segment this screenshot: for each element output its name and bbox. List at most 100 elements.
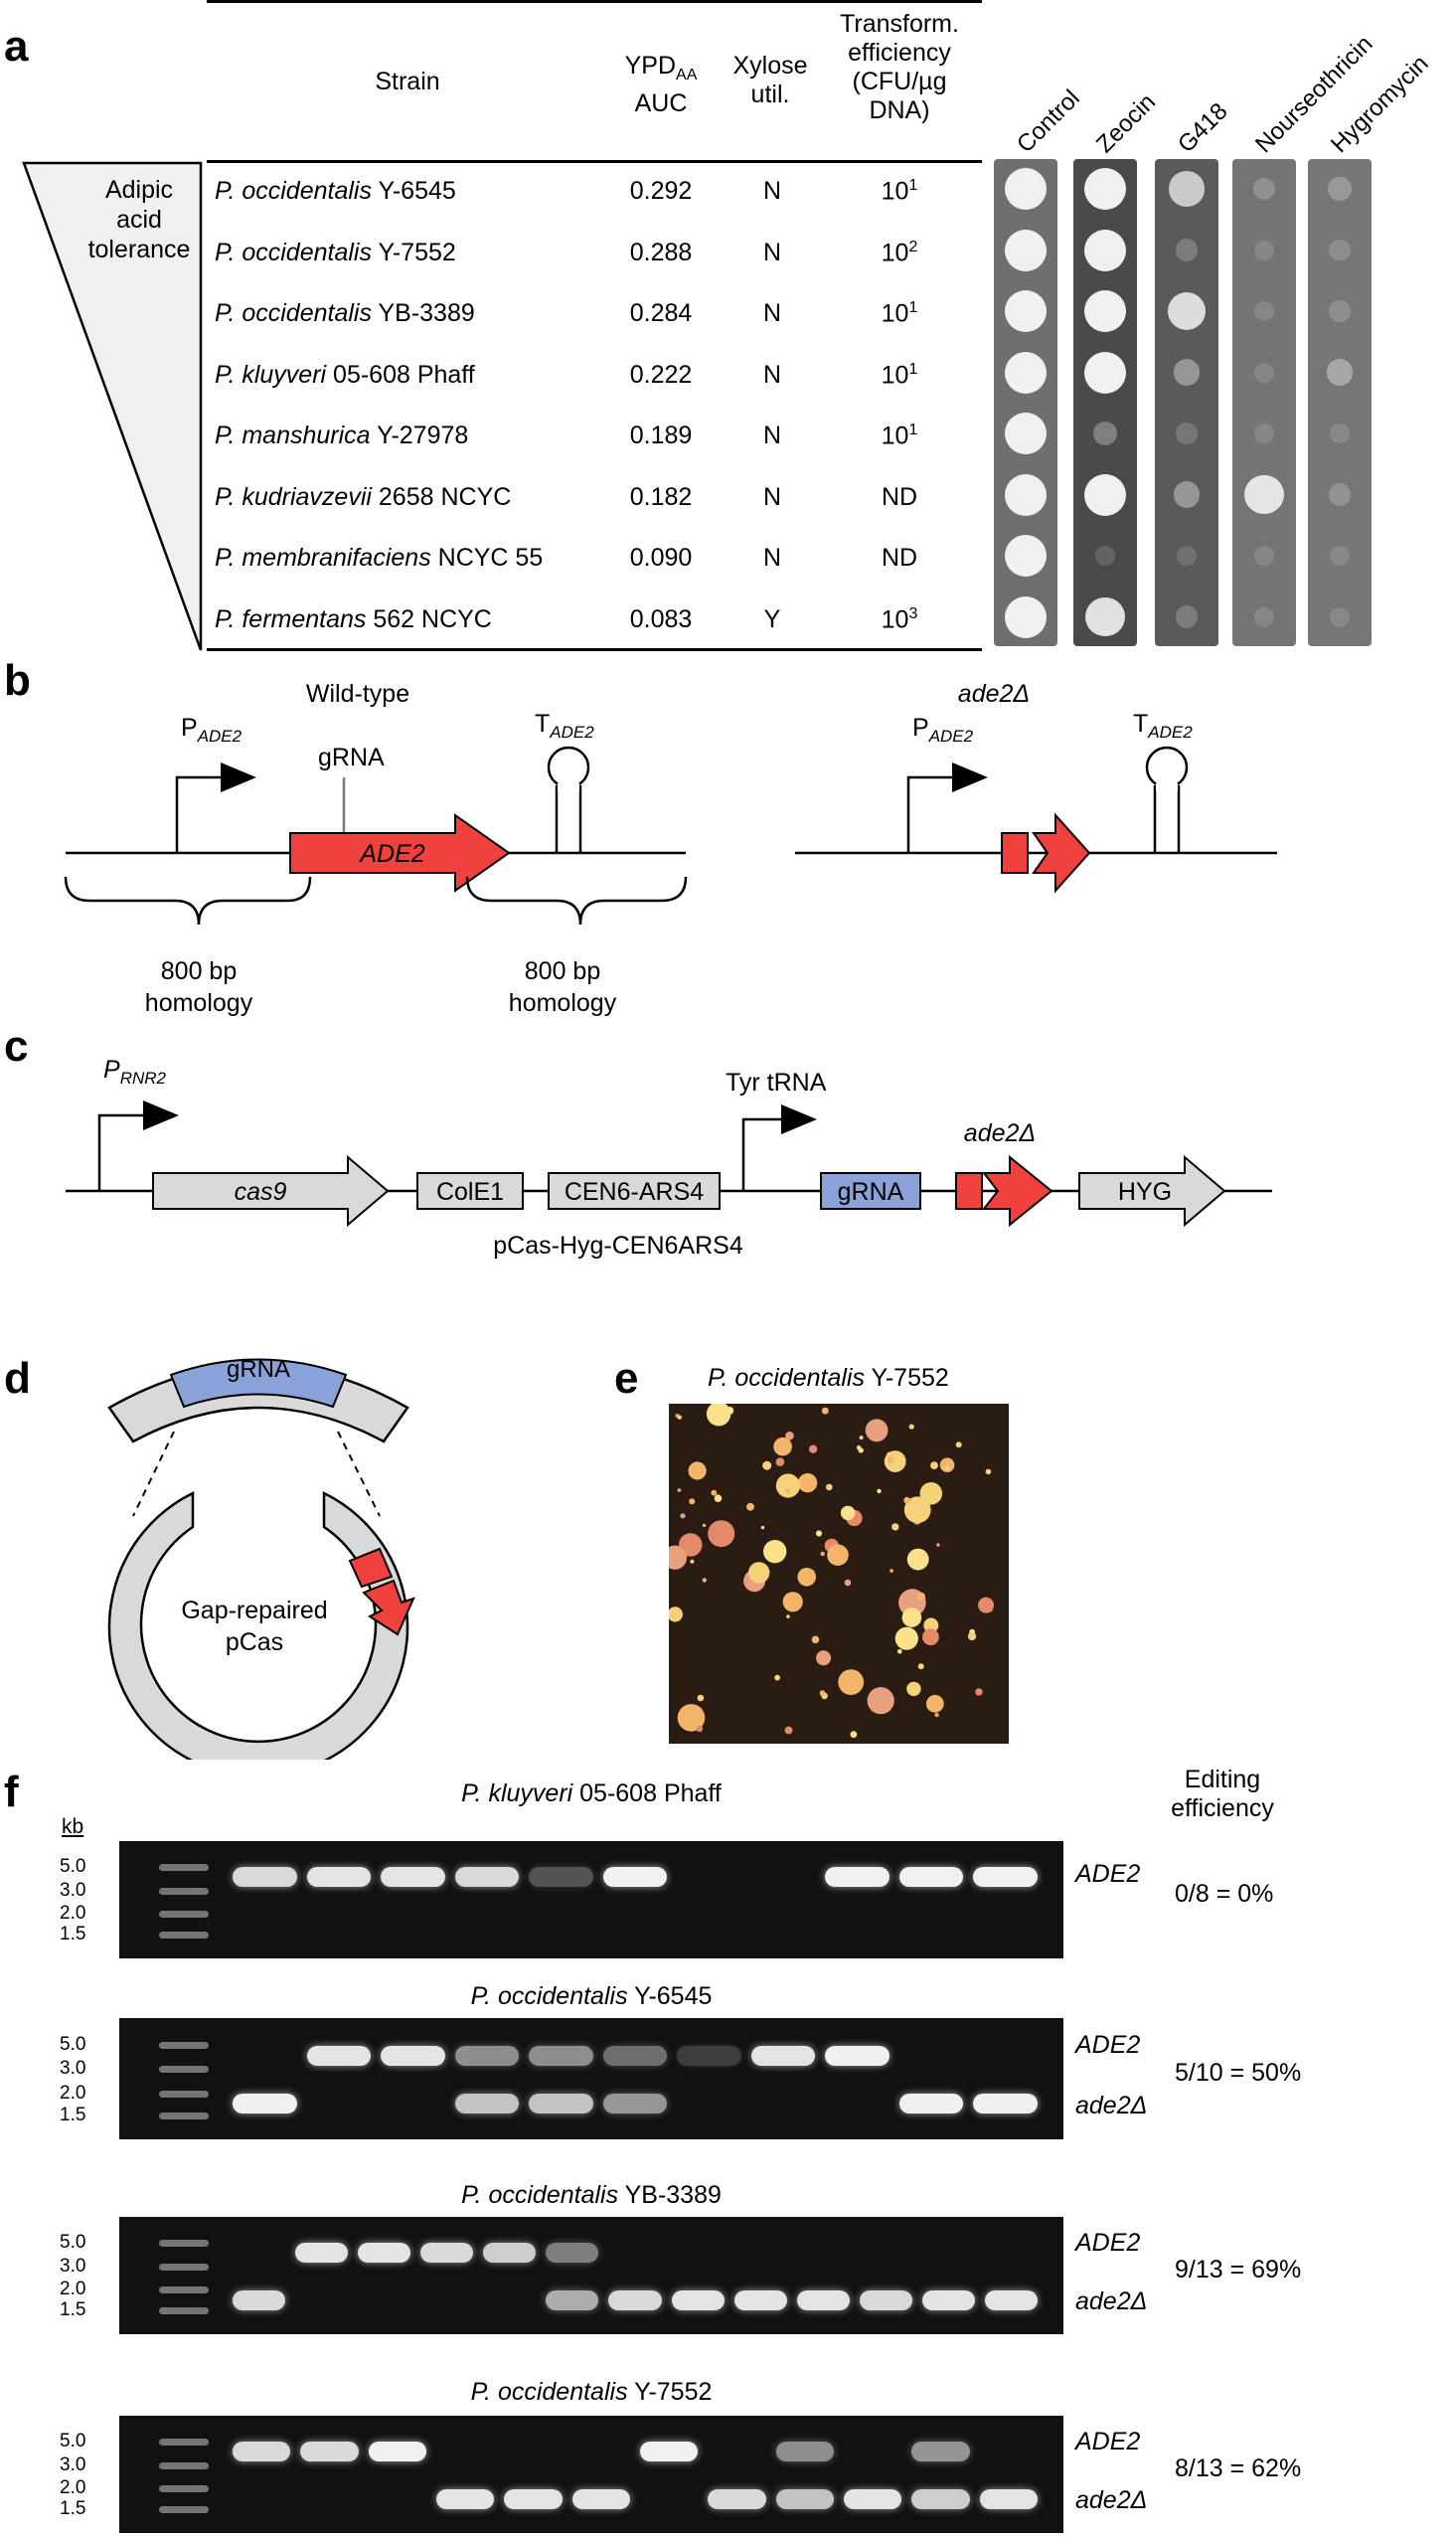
tolerance-wedge — [22, 161, 203, 651]
colony — [944, 1465, 950, 1471]
rnr2-promoter-label: PRNR2 — [103, 1056, 167, 1088]
colony — [774, 1674, 780, 1681]
gel-band — [602, 1867, 668, 1888]
plate-column-label: G418 — [1173, 97, 1233, 159]
gel-band — [233, 2442, 291, 2462]
growth-spot — [1005, 413, 1047, 454]
xylose-value: N — [762, 177, 782, 205]
gel-title: P. kluyveri 05-608 Phaff — [119, 1779, 1063, 1808]
gel-band-label: ADE2 — [1075, 2030, 1141, 2059]
colony — [890, 1569, 893, 1573]
gel-band — [420, 2243, 474, 2264]
strain-genus: P. kudriavzevii — [215, 482, 372, 511]
gel-band — [973, 2094, 1038, 2114]
cen-label: CEN6-ARS4 — [565, 1178, 704, 1206]
colony — [919, 1482, 943, 1505]
colony — [934, 1712, 939, 1718]
colony — [775, 1473, 800, 1498]
plate-column-label: Control — [1012, 85, 1085, 159]
header-auc-text: AUC — [634, 89, 688, 117]
efficiency-nd: ND — [881, 544, 918, 572]
ladder-band — [159, 2239, 209, 2247]
strain-name: P. manshurica Y-27978 — [215, 422, 468, 450]
gel-band — [911, 2488, 970, 2509]
strain-id: Y-6545 — [371, 177, 456, 205]
ring-center-1: Gap-repaired — [181, 1597, 327, 1624]
ladder-size-label: 3.0 — [60, 2058, 86, 2080]
colony — [916, 1592, 925, 1602]
mut-ade2-fragment — [1001, 832, 1029, 874]
gel-band — [979, 2488, 1038, 2509]
gel-band-label: ADE2 — [1075, 1860, 1141, 1889]
growth-spot — [1005, 290, 1047, 332]
colony — [785, 1488, 790, 1493]
growth-spot — [1005, 229, 1047, 271]
ladder-size-label: 1.5 — [60, 2299, 86, 2321]
gel-title: P. occidentalis Y-6545 — [119, 1982, 1063, 2011]
gel-band — [844, 2488, 902, 2509]
mut-promoter-label: PADE2 — [912, 714, 974, 746]
ladder-size-label: 5.0 — [60, 2430, 86, 2452]
gel-band — [677, 2045, 741, 2066]
xylose-value: N — [762, 544, 782, 572]
strain-id: NCYC 55 — [430, 544, 544, 572]
plate-strip — [1232, 159, 1296, 646]
colony — [680, 1513, 686, 1519]
colony — [967, 1631, 977, 1641]
colony — [838, 1669, 865, 1695]
efficiency-base: 10 — [881, 422, 909, 450]
ladder-band — [159, 2438, 209, 2446]
gel-image — [119, 2018, 1063, 2139]
growth-spot — [1167, 291, 1207, 331]
growth-spot — [1173, 481, 1201, 508]
colony — [917, 1663, 924, 1670]
growth-spot — [1329, 239, 1351, 261]
homology-left-2: homology — [145, 989, 253, 1017]
gel-band — [306, 1867, 372, 1888]
colony — [930, 1461, 938, 1469]
colony — [669, 1545, 688, 1570]
transform-efficiency: 101 — [850, 299, 949, 328]
gel-band-label: ade2Δ — [1075, 2286, 1148, 2315]
gel-band — [295, 2243, 349, 2264]
header-tr-l4: DNA) — [869, 96, 930, 124]
ladder-band — [159, 1887, 209, 1895]
gel-band — [898, 1867, 964, 1888]
gel-band — [602, 2094, 668, 2114]
gel-title-rest: 05-608 Phaff — [572, 1779, 722, 1807]
gel-band — [608, 2289, 662, 2310]
gel-band-label: ade2Δ — [1075, 2091, 1148, 2119]
grna-label-d: gRNA — [227, 1356, 290, 1383]
table-bottom-rule — [207, 648, 982, 651]
ladder-size-label: 5.0 — [60, 2231, 86, 2253]
panel-e-genus: P. occidentalis — [708, 1364, 865, 1392]
efficiency-base: 10 — [881, 360, 909, 389]
colony — [955, 1441, 962, 1448]
colony — [763, 1540, 787, 1564]
colony — [775, 1457, 785, 1466]
colony — [746, 1502, 754, 1511]
gel-band — [368, 2442, 426, 2462]
gel-band — [571, 2488, 630, 2509]
ladder-size-label: 3.0 — [60, 2453, 86, 2475]
ladder-band — [159, 1863, 209, 1871]
header-ypd-text: YPD — [624, 52, 677, 80]
wt-promoter-label: PADE2 — [181, 714, 243, 746]
xylose-value: N — [762, 238, 782, 266]
ladder-size-label: 5.0 — [60, 1855, 86, 1877]
gel-band — [529, 2094, 593, 2114]
panel-b-diagram: Wild-type PADE2 gRNA ADE2 TADE2 800 bp h… — [64, 680, 1277, 1017]
efficiency-exp: 1 — [908, 299, 918, 316]
colony — [925, 1694, 944, 1713]
colony — [797, 1568, 816, 1587]
strain-id: 562 NCYC — [366, 604, 492, 633]
tolerance-l1: Adipic — [104, 176, 174, 204]
xylose-value: Y — [763, 604, 781, 633]
transform-efficiency: 101 — [850, 177, 949, 206]
colony — [908, 1424, 914, 1430]
growth-spot — [1085, 596, 1125, 637]
colony — [815, 1530, 823, 1537]
efficiency-base: 10 — [881, 604, 909, 633]
strain-genus: P. fermentans — [215, 604, 367, 633]
wt-grna-label: gRNA — [318, 744, 385, 771]
